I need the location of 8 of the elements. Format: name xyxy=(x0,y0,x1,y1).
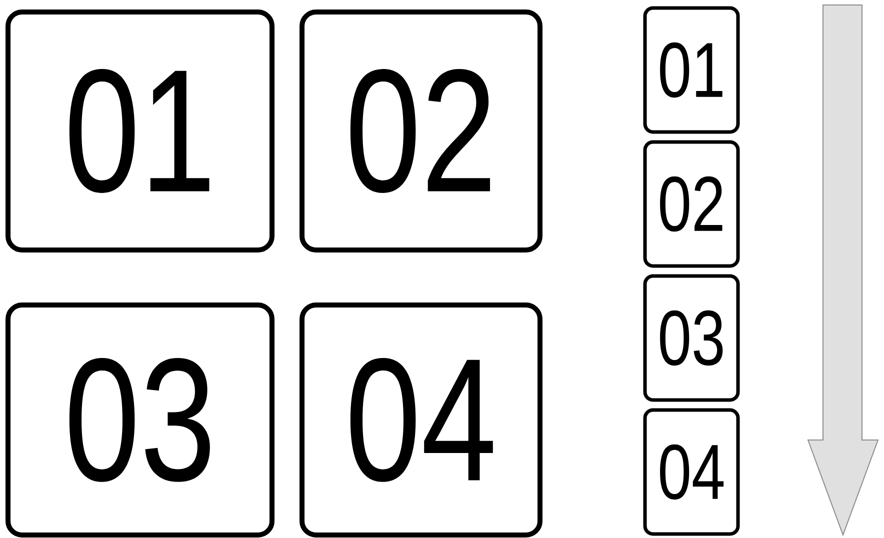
number-box: 03 xyxy=(6,302,274,538)
number-box: 04 xyxy=(300,302,542,538)
number-box: 03 xyxy=(643,274,740,402)
number-box: 04 xyxy=(643,408,740,536)
number-box: 02 xyxy=(300,10,542,252)
number-box: 01 xyxy=(643,6,740,134)
number-box: 02 xyxy=(643,140,740,268)
number-box: 01 xyxy=(6,10,274,252)
